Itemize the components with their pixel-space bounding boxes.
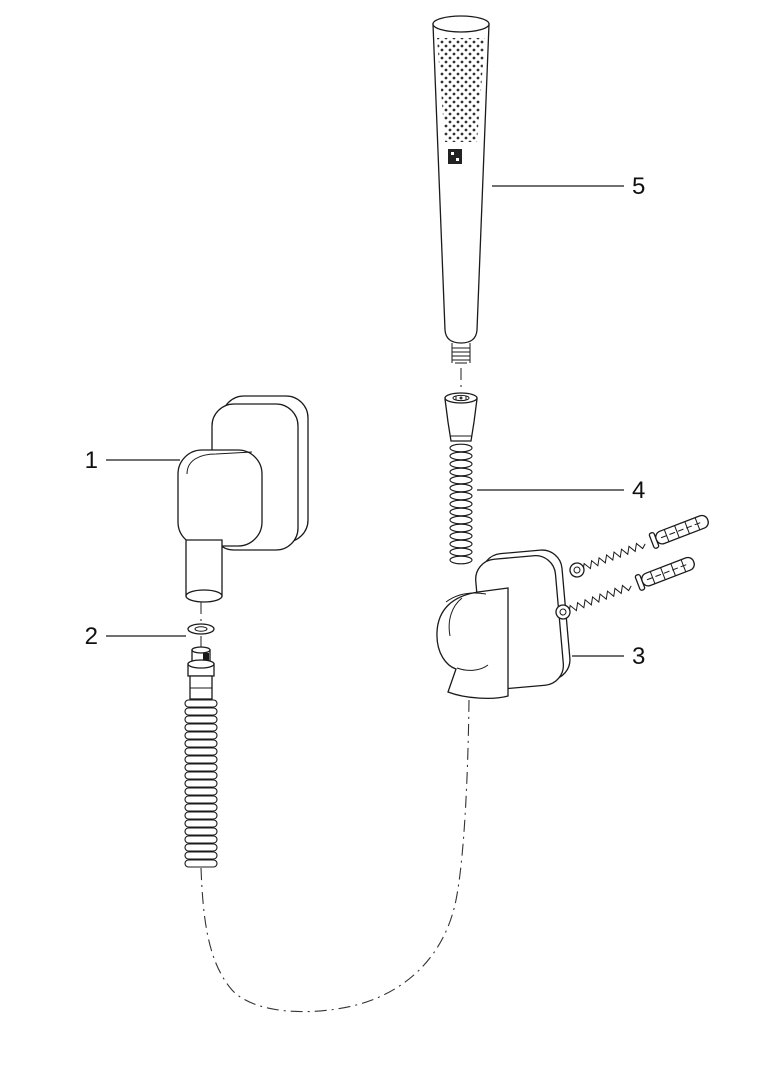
part-label-4: 4: [632, 477, 645, 504]
connector-clip: [203, 653, 209, 663]
hose-ribbed-section: [184, 699, 218, 868]
strain-relief-spring: [449, 443, 473, 565]
hand-shower-wand: [432, 15, 490, 364]
callouts: 1 2 3 4 5: [85, 173, 646, 670]
hose-connector-with-spring: [444, 392, 478, 565]
brand-logo-badge: [448, 149, 462, 164]
part-label-2: 2: [85, 623, 98, 650]
sealing-ring: [187, 623, 215, 635]
part-label-5: 5: [632, 173, 645, 200]
elbow-spout: [177, 449, 263, 547]
wall-bracket-assembly: [436, 511, 712, 699]
ring-and-hose-connector: [184, 623, 218, 868]
spray-face-dots: [437, 38, 485, 142]
bracket-body: [436, 587, 509, 699]
wall-elbow: [177, 395, 309, 603]
hose-centerline-curve: [200, 699, 470, 1013]
part-label-1: 1: [85, 447, 98, 474]
part-label-3: 3: [632, 643, 645, 670]
